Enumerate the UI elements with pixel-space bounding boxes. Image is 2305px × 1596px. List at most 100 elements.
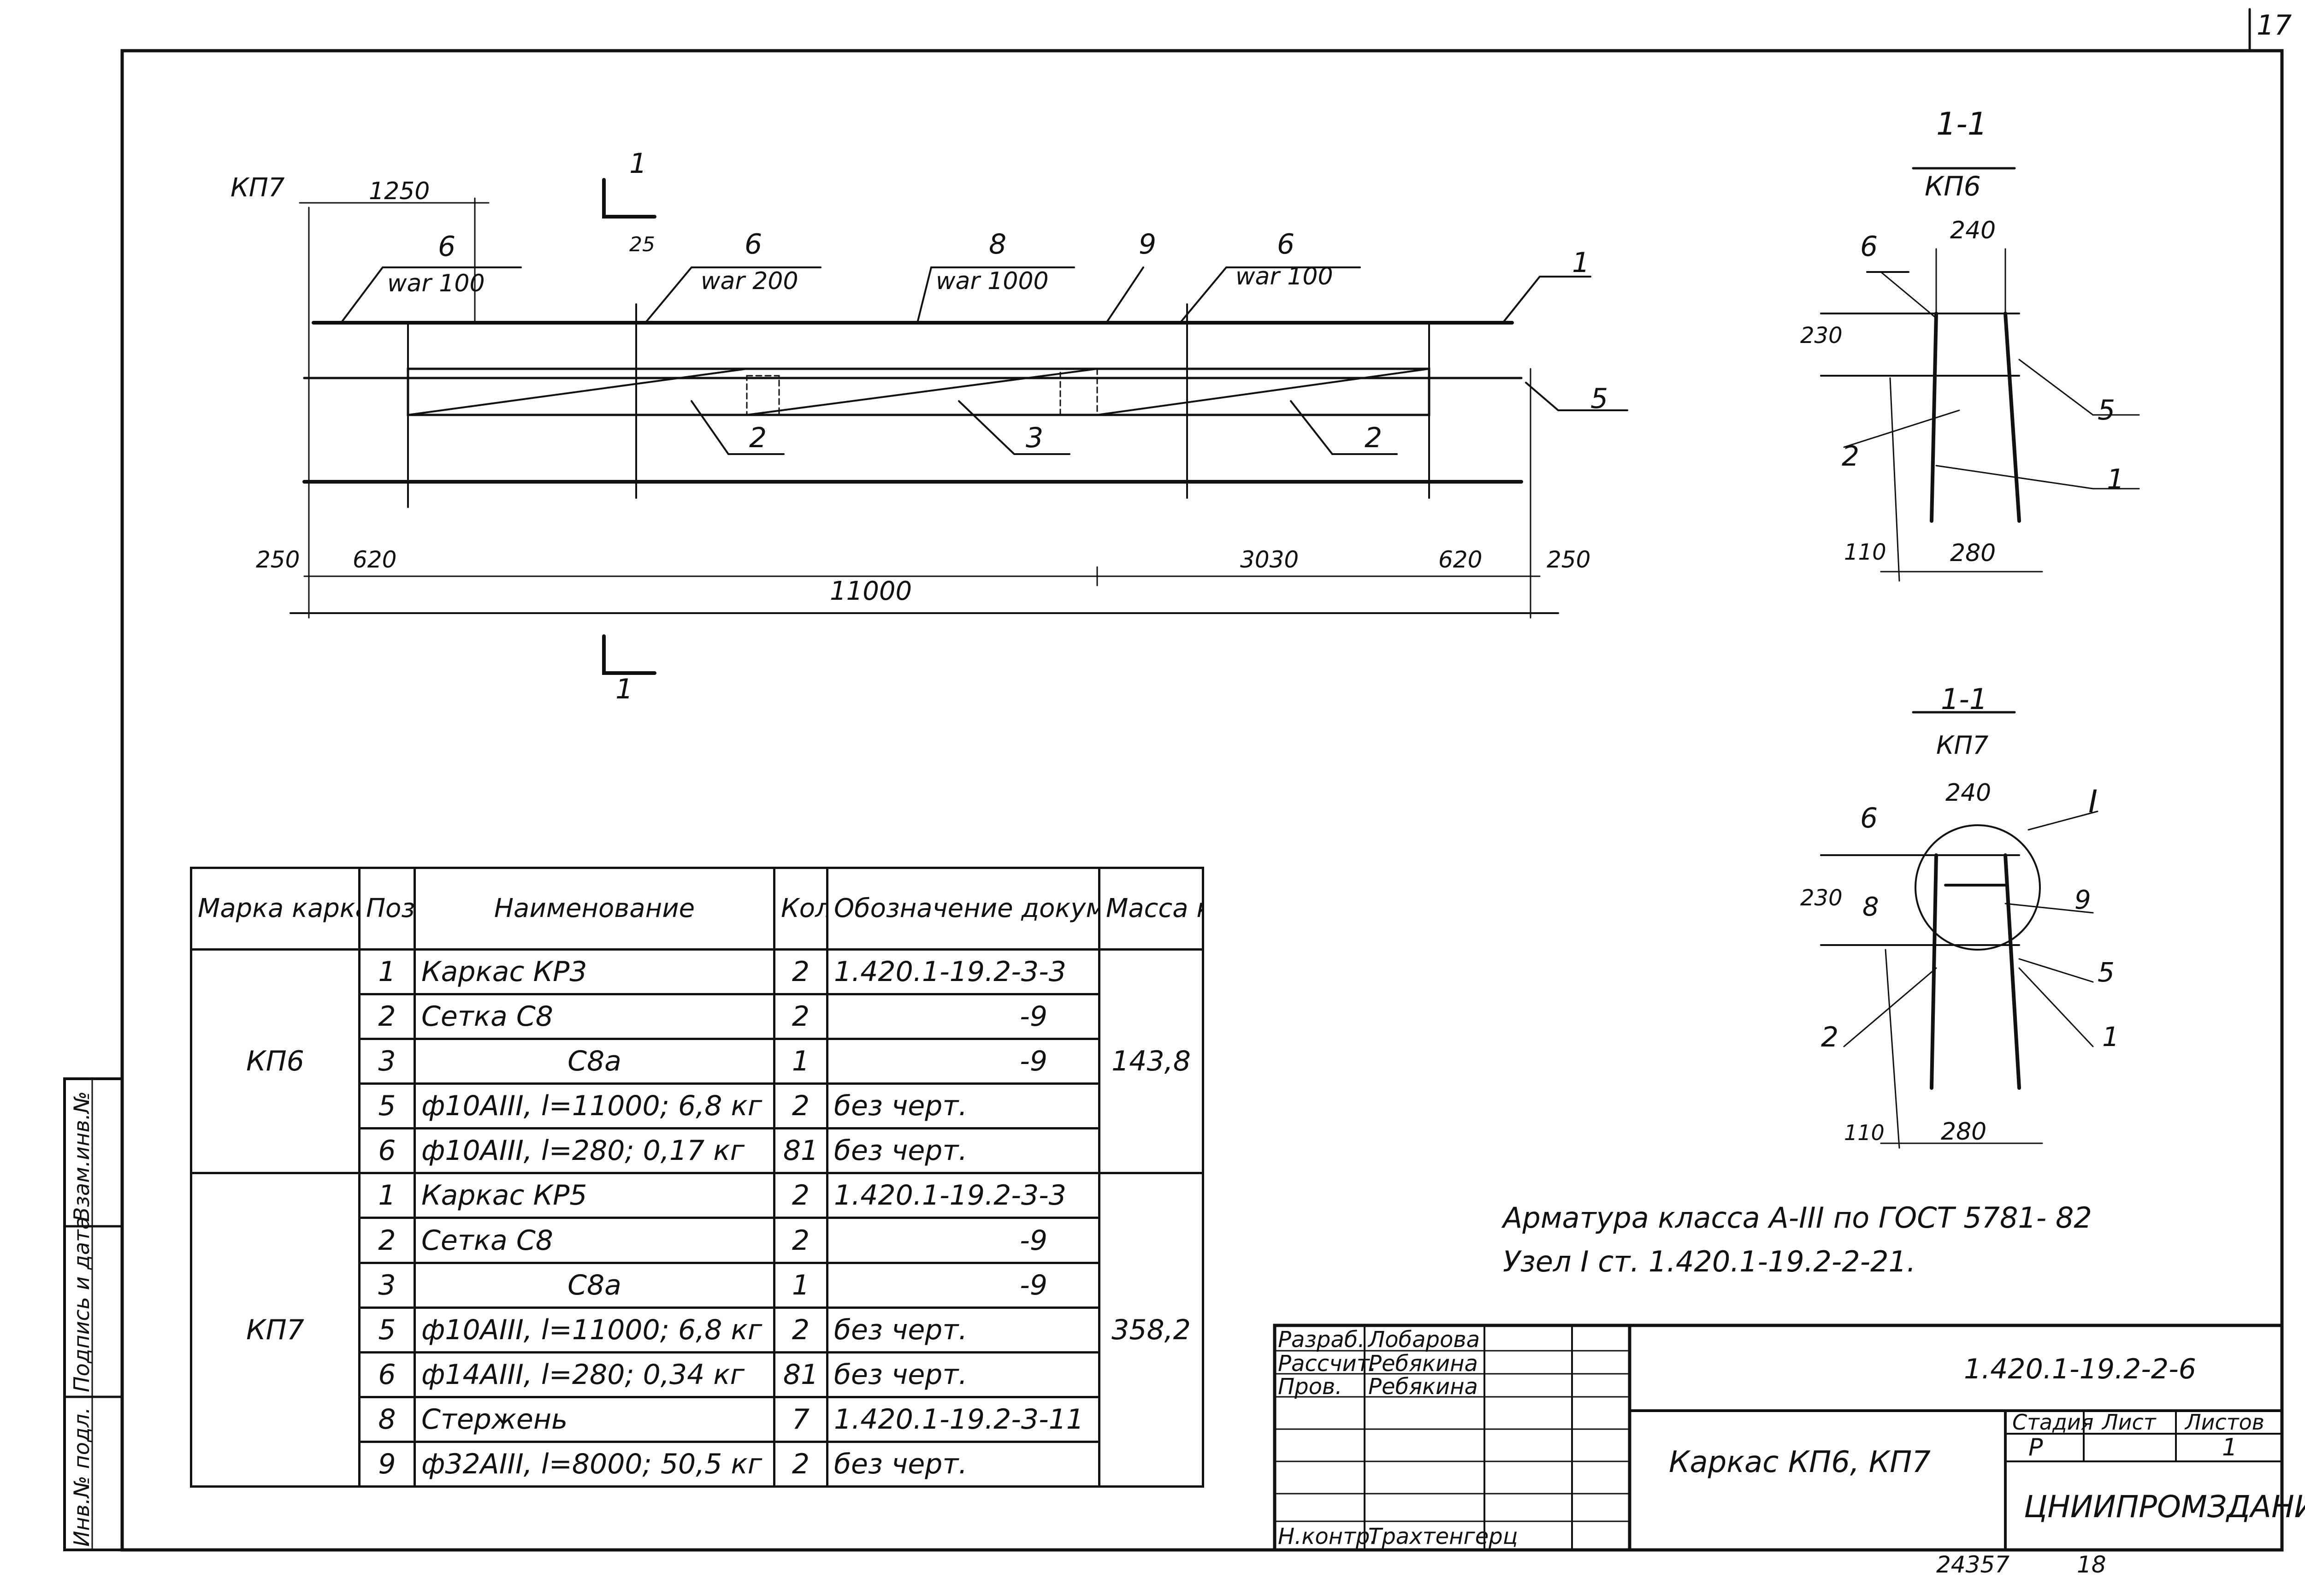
callout-spacing: war 1000 bbox=[936, 267, 1049, 295]
cell-pos: 3 bbox=[358, 1038, 416, 1085]
table-row: КП6 1 Каркас КР3 2 1.420.1-19.2-3-3 143,… bbox=[190, 948, 1204, 1175]
dim-25: 25 bbox=[629, 233, 655, 256]
cell-doc: без черт. bbox=[826, 1351, 1100, 1398]
dim-bottom: 250 bbox=[1547, 546, 1591, 573]
cell-name: ф10АIII, l=11000; 6,8 кг bbox=[414, 1306, 775, 1354]
cell-pos: 6 bbox=[358, 1351, 416, 1398]
table-row: 9 ф32АIII, l=8000; 50,5 кг 2 без черт. bbox=[191, 1440, 1203, 1488]
section-kp6-label: 240 bbox=[1950, 217, 1996, 244]
side-stamp-inv: Инв.№ подл. bbox=[69, 1407, 94, 1547]
beam-elevation bbox=[290, 178, 1628, 675]
section-kp7-title: 1-1 bbox=[1941, 682, 1988, 716]
dim-bottom: 620 bbox=[353, 546, 397, 573]
col-header-qty: Кол. bbox=[773, 867, 828, 951]
cell-name: Каркас КР3 bbox=[414, 948, 775, 996]
cell-doc: без черт. bbox=[826, 1440, 1100, 1488]
table-row: 8 Стержень 7 1.420.1-19.2-3-11 bbox=[191, 1395, 1203, 1443]
staff-name: Ребякина bbox=[1368, 1351, 1478, 1377]
table-row: 5 ф10АIII, l=11000; 6,8 кг 2 без черт. bbox=[191, 1306, 1203, 1354]
cell-name: С8а bbox=[414, 1261, 775, 1309]
dim-1250: 1250 bbox=[369, 177, 430, 205]
group-mass: 358,2 bbox=[1098, 1172, 1204, 1488]
section-kp6-label: 5 bbox=[2098, 394, 2116, 426]
cell-name: С8а bbox=[414, 1038, 775, 1085]
callout-pos: 6 bbox=[1277, 228, 1295, 260]
cell-qty: 2 bbox=[773, 1217, 828, 1264]
note-reinforcement: Арматура класса А-III по ГОСТ 5781- 82 bbox=[1503, 1201, 2092, 1235]
cell-doc: -9 bbox=[826, 1038, 1100, 1085]
cell-qty: 2 bbox=[773, 993, 828, 1040]
group-mass: 143,8 bbox=[1098, 948, 1204, 1175]
section-kp7-label: 8 bbox=[1862, 892, 1879, 922]
staff-role: Пров. bbox=[1278, 1374, 1342, 1400]
callout-pos: 9 bbox=[1139, 228, 1157, 260]
cell-doc: -9 bbox=[826, 1261, 1100, 1309]
group-mark: КП6 bbox=[190, 948, 361, 1175]
pos-label: 3 bbox=[1026, 422, 1044, 454]
sheets-value: 1 bbox=[2222, 1434, 2238, 1461]
section-kp7-label: 6 bbox=[1860, 802, 1878, 834]
cell-qty: 7 bbox=[773, 1395, 828, 1443]
cell-pos: 6 bbox=[358, 1127, 416, 1175]
cell-name: ф10АIII, l=280; 0,17 кг bbox=[414, 1127, 775, 1175]
dim-bottom: 250 bbox=[256, 546, 300, 573]
table-row: 6 ф10АIII, l=280; 0,17 кг 81 без черт. bbox=[191, 1127, 1203, 1175]
section-kp6-subtitle: КП6 bbox=[1925, 171, 1981, 202]
table-row: 3 С8а 1 -9 bbox=[191, 1038, 1203, 1085]
table-row: КП7 1 Каркас КР5 2 1.420.1-19.2-3-3 358,… bbox=[190, 1172, 1204, 1488]
section-kp6-label: 6 bbox=[1860, 231, 1878, 263]
pos-label: 2 bbox=[749, 422, 767, 454]
section-kp7-label: 230 bbox=[1800, 885, 1843, 911]
section-kp7-label: 1 bbox=[2102, 1021, 2119, 1052]
page-number: 17 bbox=[2257, 9, 2292, 41]
sheet-label: Лист bbox=[2102, 1410, 2156, 1435]
cell-pos: 5 bbox=[358, 1082, 416, 1130]
section-kp6-label: 110 bbox=[1844, 539, 1886, 565]
cell-doc: 1.420.1-19.2-3-3 bbox=[826, 948, 1100, 996]
side-stamp-replaced: Взам.инв.№ bbox=[69, 1091, 94, 1222]
pos-label: 5 bbox=[1590, 383, 1608, 415]
cell-name: Каркас КР5 bbox=[414, 1172, 775, 1219]
title-block-lines bbox=[1273, 1324, 2284, 1552]
section-kp7-label: I bbox=[2088, 784, 2098, 820]
cell-doc: 1.420.1-19.2-3-3 bbox=[826, 1172, 1100, 1219]
table-row: 3 С8а 1 -9 bbox=[191, 1261, 1203, 1309]
callout-pos: 6 bbox=[745, 228, 762, 260]
cell-doc: -9 bbox=[826, 1217, 1100, 1264]
section-kp7-label: 240 bbox=[1945, 779, 1992, 807]
section-kp6-title: 1-1 bbox=[1936, 106, 1988, 142]
beam-left-mark: КП7 bbox=[230, 173, 285, 203]
dim-bottom: 620 bbox=[1438, 546, 1483, 573]
organization: ЦНИИПРОМЗДАНИЙ bbox=[2024, 1489, 2305, 1525]
cell-pos: 1 bbox=[358, 948, 416, 996]
side-stamp-box bbox=[63, 1077, 124, 1551]
cell-qty: 81 bbox=[773, 1127, 828, 1175]
section-kp7-subtitle: КП7 bbox=[1936, 731, 1989, 760]
col-header-pos: Поз. bbox=[358, 867, 416, 951]
col-header-name: Наименование bbox=[414, 867, 775, 951]
section-kp6-label: 280 bbox=[1950, 539, 1996, 567]
drawing-frame bbox=[120, 49, 2284, 1552]
section-kp6-label: 1 bbox=[2107, 463, 2125, 496]
cell-qty: 2 bbox=[773, 1440, 828, 1488]
table-header-row: Марка каркаса Поз. Наименование Кол. Обо… bbox=[190, 867, 1204, 951]
cell-doc: без черт. bbox=[826, 1082, 1100, 1130]
cell-qty: 1 bbox=[773, 1038, 828, 1085]
table-row: 2 Сетка С8 2 -9 bbox=[191, 993, 1203, 1040]
cell-qty: 81 bbox=[773, 1351, 828, 1398]
section-mark-bottom: 1 bbox=[615, 673, 633, 705]
callout-pos: 6 bbox=[438, 231, 456, 263]
callout-spacing: war 100 bbox=[1235, 263, 1333, 290]
section-kp7-label: 110 bbox=[1844, 1120, 1885, 1145]
table-row: 2 Сетка С8 2 -9 bbox=[191, 1217, 1203, 1264]
stage-label: Стадия bbox=[2012, 1410, 2094, 1435]
specification-table: Марка каркаса Поз. Наименование Кол. Обо… bbox=[190, 867, 1204, 1488]
note-node: Узел I ст. 1.420.1-19.2-2-21. bbox=[1503, 1245, 1916, 1278]
staff-role: Н.контр. bbox=[1278, 1524, 1377, 1549]
cell-pos: 2 bbox=[358, 993, 416, 1040]
staff-role: Рассчит. bbox=[1278, 1351, 1377, 1377]
staff-name: Трахтенгерц bbox=[1368, 1524, 1518, 1549]
section-kp6-label: 230 bbox=[1800, 323, 1843, 349]
callout-spacing: war 200 bbox=[701, 267, 798, 295]
